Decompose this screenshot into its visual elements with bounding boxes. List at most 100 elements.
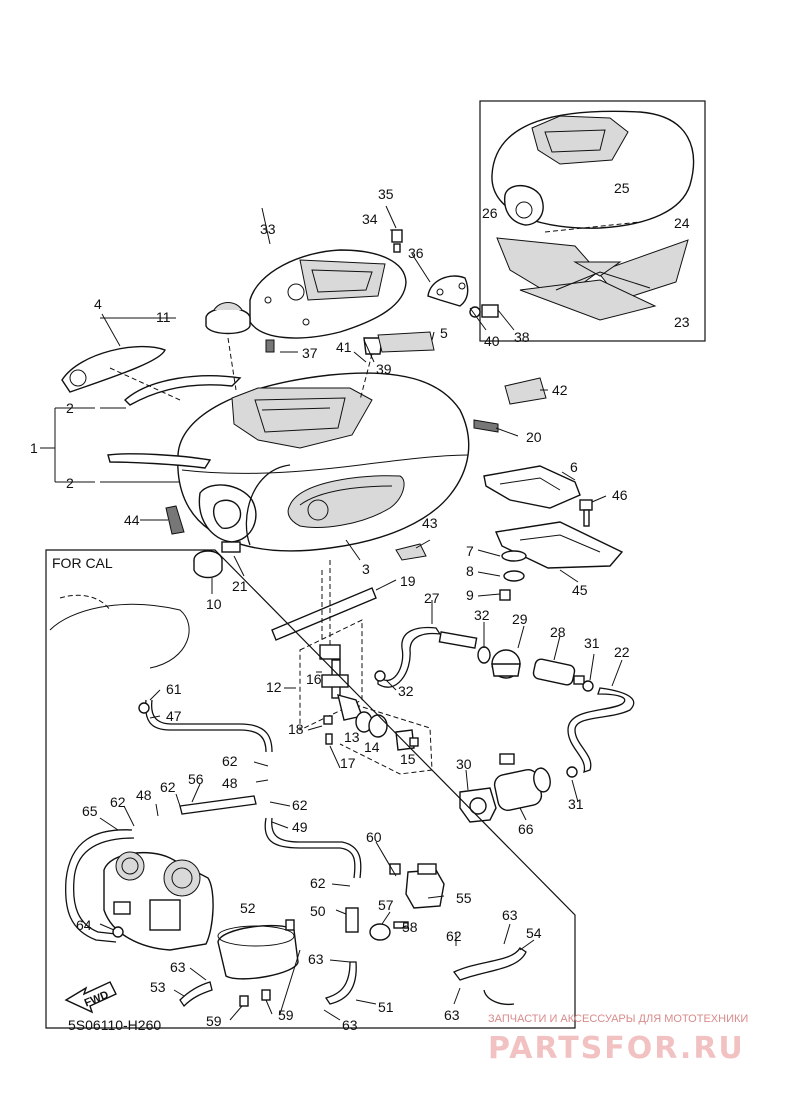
tank-underside-inset xyxy=(479,100,706,342)
callout-20: 20 xyxy=(526,429,542,445)
diagram-code: 5S06110-H260 xyxy=(68,1017,161,1033)
callout-41: 41 xyxy=(336,339,352,355)
callout-30: 30 xyxy=(456,756,472,772)
cap-10-21 xyxy=(193,541,241,579)
callout-11: 11 xyxy=(156,309,171,325)
callout-62: 62 xyxy=(292,797,308,813)
callout-14: 14 xyxy=(364,739,380,755)
for-cal-label: FOR CAL xyxy=(52,555,113,571)
callout-55: 55 xyxy=(456,890,472,906)
callout-48: 48 xyxy=(136,787,152,803)
callout-5: 5 xyxy=(440,325,448,341)
callout-6: 6 xyxy=(570,459,578,475)
callout-34: 34 xyxy=(362,211,378,227)
callout-63: 63 xyxy=(308,951,324,967)
bracket-parts xyxy=(359,229,499,401)
callout-36: 36 xyxy=(408,245,424,261)
emblem-4 xyxy=(61,345,181,401)
callout-66: 66 xyxy=(518,821,534,837)
callout-13: 13 xyxy=(344,729,360,745)
callout-63: 63 xyxy=(502,907,518,923)
callout-15: 15 xyxy=(400,751,416,767)
callout-35: 35 xyxy=(378,186,394,202)
callout-16: 16 xyxy=(306,671,322,687)
callout-33: 33 xyxy=(260,221,276,237)
callout-39: 39 xyxy=(376,361,392,377)
callout-25: 25 xyxy=(614,180,630,196)
callout-46: 46 xyxy=(612,487,628,503)
cover-33 xyxy=(249,249,407,353)
callout-63: 63 xyxy=(444,1007,460,1023)
pads xyxy=(165,331,547,561)
callout-8: 8 xyxy=(466,563,474,579)
callout-62: 62 xyxy=(222,753,238,769)
callout-50: 50 xyxy=(310,903,326,919)
callout-57: 57 xyxy=(378,897,394,913)
callout-21: 21 xyxy=(232,578,248,594)
callout-54: 54 xyxy=(526,925,542,941)
callout-19: 19 xyxy=(400,573,416,589)
fuel-pump-66 xyxy=(459,753,551,823)
callout-26: 26 xyxy=(482,205,498,221)
watermark-brand: PARTSFOR.RU xyxy=(488,1031,745,1066)
callout-44: 44 xyxy=(124,512,140,528)
callout-18: 18 xyxy=(288,721,304,737)
callout-7: 7 xyxy=(466,543,474,559)
callout-1: 1 xyxy=(30,440,38,456)
callout-45: 45 xyxy=(572,582,588,598)
callout-43: 43 xyxy=(422,515,438,531)
callout-53: 53 xyxy=(150,979,166,995)
callout-38: 38 xyxy=(514,329,530,345)
callout-60: 60 xyxy=(366,829,382,845)
callout-31: 31 xyxy=(584,635,600,651)
callout-48: 48 xyxy=(222,775,238,791)
callout-17: 17 xyxy=(340,755,356,771)
callout-61: 61 xyxy=(166,681,182,697)
callout-2: 2 xyxy=(66,475,74,491)
callout-51: 51 xyxy=(378,999,394,1015)
callout-62: 62 xyxy=(446,928,462,944)
fuel-hoses xyxy=(374,626,635,778)
callout-32: 32 xyxy=(398,683,414,699)
callout-64: 64 xyxy=(76,917,92,933)
callout-52: 52 xyxy=(240,900,256,916)
callout-4: 4 xyxy=(94,296,102,312)
california-inset xyxy=(45,549,576,1029)
fuel-cock-assembly xyxy=(299,560,433,775)
callout-63: 63 xyxy=(342,1017,358,1033)
callout-47: 47 xyxy=(166,708,182,724)
callout-27: 27 xyxy=(424,590,440,606)
callout-65: 65 xyxy=(82,803,98,819)
callout-59: 59 xyxy=(206,1013,222,1029)
callout-62: 62 xyxy=(110,794,126,810)
callout-24: 24 xyxy=(674,215,690,231)
callout-62: 62 xyxy=(160,779,176,795)
callout-10: 10 xyxy=(206,596,222,612)
fuel-tank xyxy=(177,372,470,552)
callout-40: 40 xyxy=(484,333,500,349)
callout-42: 42 xyxy=(552,382,568,398)
callout-23: 23 xyxy=(674,314,690,330)
fuel-cap-11 xyxy=(205,302,251,391)
callout-2: 2 xyxy=(66,400,74,416)
callout-58: 58 xyxy=(402,919,418,935)
callout-31: 31 xyxy=(568,796,584,812)
callout-62: 62 xyxy=(310,875,326,891)
callout-12: 12 xyxy=(266,679,282,695)
callout-29: 29 xyxy=(512,611,528,627)
watermark-tagline: ЗАПЧАСТИ И АКСЕССУАРЫ ДЛЯ МОТОТЕХНИКИ xyxy=(488,1013,748,1025)
bracket-6-45 xyxy=(483,465,624,601)
callout-3: 3 xyxy=(362,561,370,577)
callout-59: 59 xyxy=(278,1007,294,1023)
callout-56: 56 xyxy=(188,771,204,787)
callout-9: 9 xyxy=(466,587,474,603)
callout-22: 22 xyxy=(614,644,630,660)
callout-37: 37 xyxy=(302,345,318,361)
leader-lines xyxy=(40,205,623,1021)
strip-19 xyxy=(271,587,377,641)
callout-32: 32 xyxy=(474,607,490,623)
callout-49: 49 xyxy=(292,819,308,835)
callout-63: 63 xyxy=(170,959,186,975)
side-trim-rubbers xyxy=(107,375,242,469)
